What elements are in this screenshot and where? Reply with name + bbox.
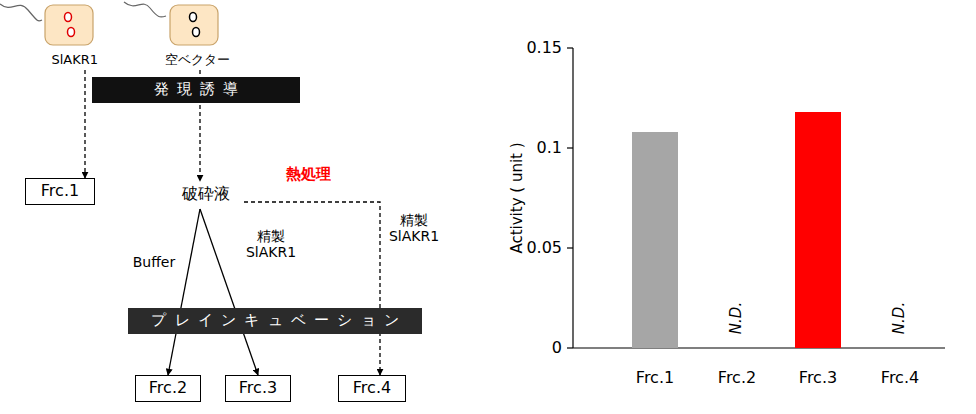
x-axis xyxy=(573,347,945,348)
fraction-box: Frc.1 xyxy=(25,178,95,205)
category-label: Frc.1 xyxy=(636,369,674,387)
tick-label: 0.05 xyxy=(526,239,562,257)
fraction-box: Frc.3 xyxy=(225,375,291,402)
connector xyxy=(84,70,85,178)
bar xyxy=(795,112,841,348)
node-text: Frc.2 xyxy=(149,379,187,397)
node-label: Frc.1 xyxy=(41,182,79,200)
category-label: Frc.4 xyxy=(881,369,919,387)
cell-shape xyxy=(169,4,219,46)
edge-label: 精製 SlAKR1 xyxy=(240,228,302,260)
node-label: 空ベクター xyxy=(165,53,230,68)
axis-title: Activity ( unit ) xyxy=(509,142,526,253)
not-detected-label: N.D. xyxy=(891,302,908,334)
edge-label: 熱処理 xyxy=(276,166,340,183)
tick xyxy=(567,147,573,148)
node-text: Frc.3 xyxy=(239,379,277,397)
flagellum xyxy=(0,4,42,21)
tick xyxy=(567,47,573,48)
cell-icon: SlAKR1 xyxy=(40,4,98,68)
node-label: プレインキュベーション xyxy=(143,312,407,329)
node-text: 空ベクター xyxy=(165,53,230,68)
bar xyxy=(632,132,678,348)
node-label: SlAKR1 xyxy=(51,53,98,68)
connector xyxy=(168,209,200,375)
tick xyxy=(567,247,573,248)
reagent-label: 精製 SlAKR1 xyxy=(386,212,442,244)
node-text: 発現誘導 xyxy=(145,81,246,98)
lysate-node: 破砕液 xyxy=(170,181,242,207)
tick-label: 0.15 xyxy=(526,39,562,57)
node-text: 破砕液 xyxy=(182,185,230,203)
node-label: 破砕液 xyxy=(182,185,230,203)
cell-shape xyxy=(44,4,94,46)
not-detected-label: N.D. xyxy=(728,302,745,334)
node-text: SlAKR1 xyxy=(51,53,98,68)
process-band: プレインキュベーション xyxy=(128,308,422,334)
node-label: 発現誘導 xyxy=(145,81,246,98)
tick-label: 0.1 xyxy=(537,139,562,157)
fraction-box: Frc.4 xyxy=(338,375,406,402)
cell-icon: 空ベクター xyxy=(159,4,230,68)
node-text: Frc.1 xyxy=(41,182,79,200)
node-text: Frc.4 xyxy=(353,379,391,397)
tick xyxy=(567,347,573,348)
category-label: Frc.2 xyxy=(718,369,756,387)
edge-label: Buffer xyxy=(128,254,180,270)
node-label: Frc.2 xyxy=(149,379,187,397)
node-text: プレインキュベーション xyxy=(143,312,407,329)
process-band: 発現誘導 xyxy=(92,77,300,103)
fraction-box: Frc.2 xyxy=(135,375,201,402)
y-axis xyxy=(572,48,573,348)
node-label: Frc.3 xyxy=(239,379,277,397)
node-label: Frc.4 xyxy=(353,379,391,397)
flagellum xyxy=(124,2,166,17)
tick-label: 0 xyxy=(552,339,562,357)
category-label: Frc.3 xyxy=(799,369,837,387)
